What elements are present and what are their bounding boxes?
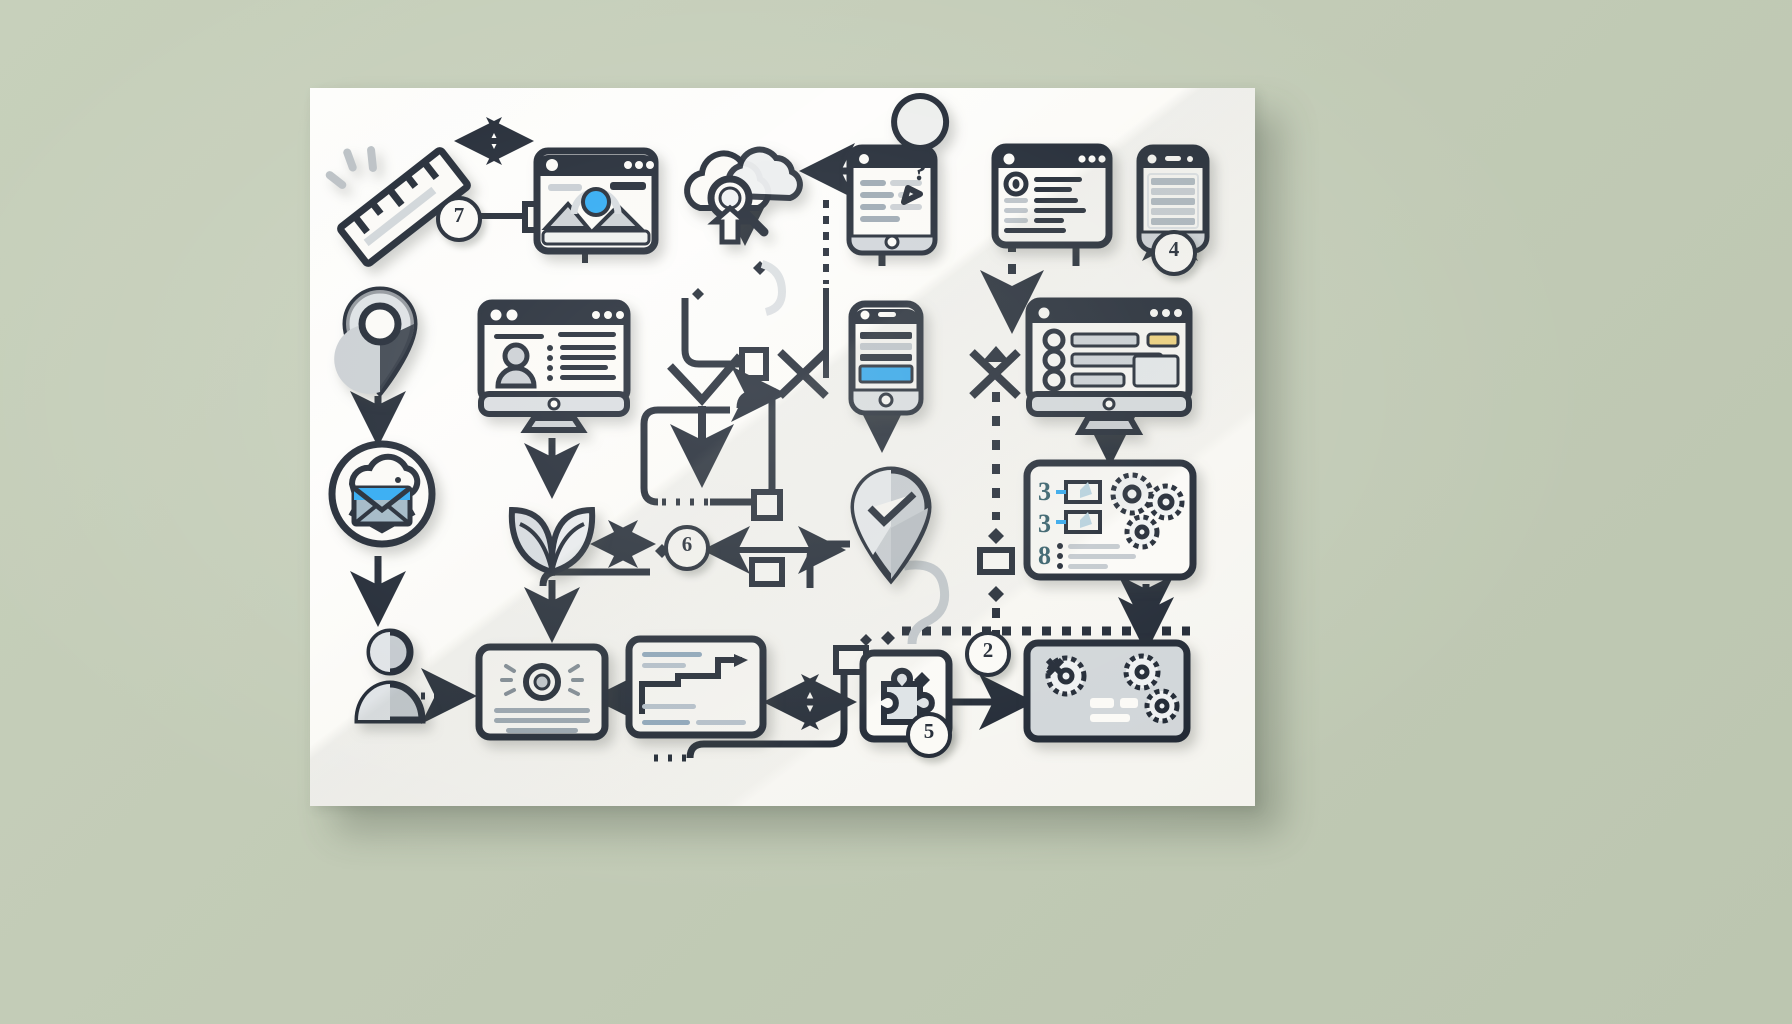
email-circle-icon[interactable] xyxy=(326,438,438,550)
badge-6[interactable]: 6 xyxy=(664,525,710,571)
ruler-pencil-icon[interactable] xyxy=(325,146,471,268)
diagram-poster: ? xyxy=(310,88,1255,806)
x-mark-left-b xyxy=(777,349,829,399)
connector-node-square-b xyxy=(739,347,769,381)
badge-5[interactable]: 5 xyxy=(906,712,952,758)
badge-2[interactable]: 2 xyxy=(965,631,1011,677)
settings-list-num-2: 3 xyxy=(1038,509,1051,538)
desktop-profile-window[interactable] xyxy=(477,299,631,433)
settings-list-num-3: 8 xyxy=(1038,541,1051,570)
connector-u-path-mid xyxy=(681,298,740,368)
desktop-list-window[interactable] xyxy=(1025,297,1193,435)
badge-4[interactable]: 4 xyxy=(1151,230,1197,276)
connector-arc-grey-left xyxy=(760,260,787,316)
map-pin-check-icon[interactable] xyxy=(848,466,934,585)
badge-7[interactable]: 7 xyxy=(436,196,482,242)
connector-node-square-c xyxy=(751,489,783,521)
leaf-icon[interactable] xyxy=(506,494,598,576)
user-avatar-icon[interactable] xyxy=(352,626,428,724)
x-mark-right-b xyxy=(969,349,1021,399)
settings-list-num-1: 3 xyxy=(1038,477,1051,506)
map-pin-icon[interactable] xyxy=(334,286,420,398)
connector-node-square-e xyxy=(749,557,785,587)
settings-gears-panel[interactable]: 3 3 8 xyxy=(1023,459,1197,581)
connector-diamond-a xyxy=(753,261,767,275)
connector-diamond-g xyxy=(860,634,872,646)
tablet-question-device[interactable]: ? xyxy=(846,93,964,256)
connector-chevron-double xyxy=(667,353,744,406)
x-mark-right-a xyxy=(969,349,1021,399)
chart-card[interactable] xyxy=(625,635,767,739)
x-mark-left-a xyxy=(777,349,829,399)
gears-card[interactable] xyxy=(1023,639,1191,743)
connector-loop-up xyxy=(640,406,730,506)
svg-text:?: ? xyxy=(913,156,927,187)
connector-diamond-f xyxy=(881,631,895,645)
connector-loop-right xyxy=(731,366,787,422)
browser-image-window[interactable] xyxy=(533,147,659,255)
connector-diamond-e xyxy=(988,586,1004,602)
cloud-search-icon[interactable] xyxy=(678,146,804,250)
phone-media-device[interactable] xyxy=(848,300,924,416)
connector-loop-lower xyxy=(710,388,776,506)
connector-elbow-bottom-2 xyxy=(806,540,850,588)
camera-card[interactable] xyxy=(475,643,609,741)
connector-diamond-d xyxy=(988,528,1004,544)
browser-article-window[interactable] xyxy=(991,143,1113,250)
connector-diamond-b xyxy=(692,288,704,300)
connector-node-square-d xyxy=(977,547,1015,575)
connector-vert-dashed-arrowtop xyxy=(982,346,1010,362)
